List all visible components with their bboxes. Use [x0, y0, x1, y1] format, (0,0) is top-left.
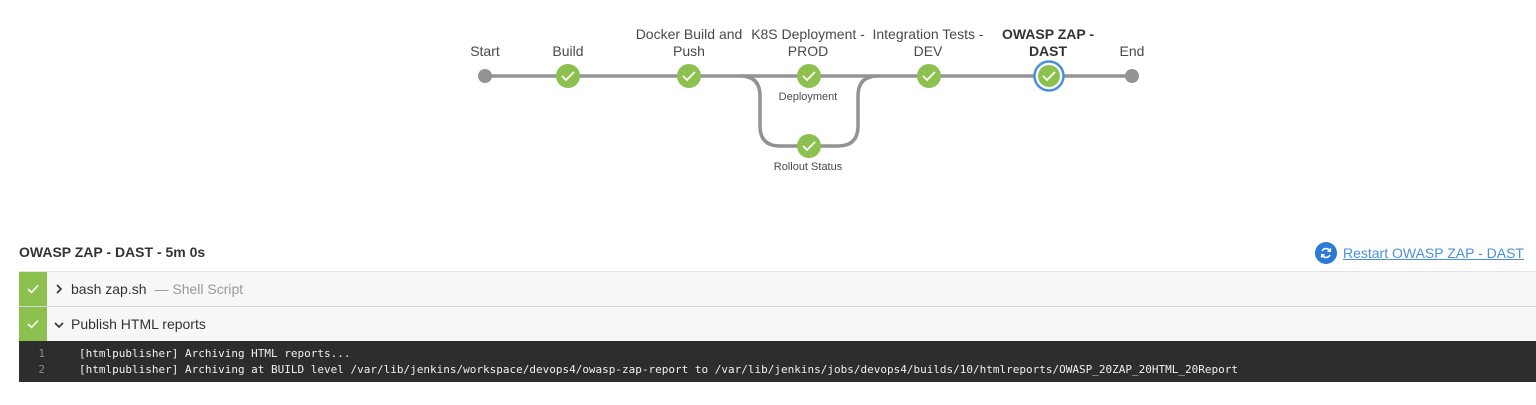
stage-label-end: End [1119, 43, 1145, 59]
log-line-number[interactable]: 1 [38, 346, 45, 360]
refresh-icon [1314, 242, 1337, 264]
log-line: 2 [htmlpublisher] Archiving at BUILD lev… [19, 361, 1536, 377]
chevron-down-icon[interactable] [47, 317, 71, 332]
end-node[interactable] [1125, 69, 1139, 83]
check-icon [802, 71, 816, 82]
check-icon [27, 284, 39, 294]
step-description: — Shell Script [154, 281, 244, 297]
check-icon [561, 71, 575, 82]
stage-node-deployment[interactable] [797, 64, 821, 88]
step-name: bash zap.sh [71, 281, 147, 297]
check-icon [27, 319, 39, 329]
check-icon [682, 71, 696, 82]
step-log-output: 1 [htmlpublisher] Archiving HTML reports… [19, 341, 1536, 382]
stage-node-build[interactable] [556, 64, 580, 88]
check-icon [802, 141, 816, 152]
step-status-success [19, 307, 47, 341]
pipeline-graph-svg [478, 60, 1139, 158]
restart-stage-link[interactable]: Restart OWASP ZAP - DAST [1314, 242, 1524, 264]
stage-detail-title: OWASP ZAP - DAST - 5m 0s [19, 244, 206, 260]
step-name: Publish HTML reports [71, 316, 206, 332]
log-line-number[interactable]: 2 [38, 362, 45, 376]
stage-node-rollout-status[interactable] [797, 134, 821, 158]
pipeline-graph: Start Build Docker Build and Push K8S De… [0, 0, 1536, 200]
branch-label-deployment: Deployment [778, 91, 838, 103]
stage-node-owasp[interactable] [1038, 65, 1060, 87]
check-icon [1042, 71, 1056, 82]
stage-node-integration[interactable] [917, 64, 941, 88]
stage-label-docker: Docker Build and Push [635, 26, 743, 59]
stage-node-docker[interactable] [677, 64, 701, 88]
log-line-text: [htmlpublisher] Archiving HTML reports..… [79, 346, 351, 360]
step-row-bash-zap[interactable]: bash zap.sh — Shell Script [19, 271, 1536, 306]
stage-label-start: Start [470, 43, 500, 59]
log-line: 1 [htmlpublisher] Archiving HTML reports… [19, 345, 1536, 361]
stage-label-integration: Integration Tests - DEV [872, 26, 984, 59]
step-list: bash zap.sh — Shell Script Publish HTML … [19, 271, 1536, 382]
stage-label-k8s: K8S Deployment - PROD [751, 26, 865, 59]
restart-stage-label[interactable]: Restart OWASP ZAP - DAST [1342, 245, 1524, 261]
stage-label-owasp: OWASP ZAP - DAST [1001, 26, 1095, 59]
branch-label-rollout-status: Rollout Status [773, 161, 843, 173]
step-row-publish-html[interactable]: Publish HTML reports [19, 306, 1536, 341]
check-icon [922, 71, 936, 82]
stage-label-build: Build [552, 43, 584, 59]
log-line-text: [htmlpublisher] Archiving at BUILD level… [79, 362, 1238, 376]
start-node[interactable] [478, 69, 492, 83]
step-status-success [19, 272, 47, 306]
chevron-right-icon[interactable] [47, 282, 71, 297]
